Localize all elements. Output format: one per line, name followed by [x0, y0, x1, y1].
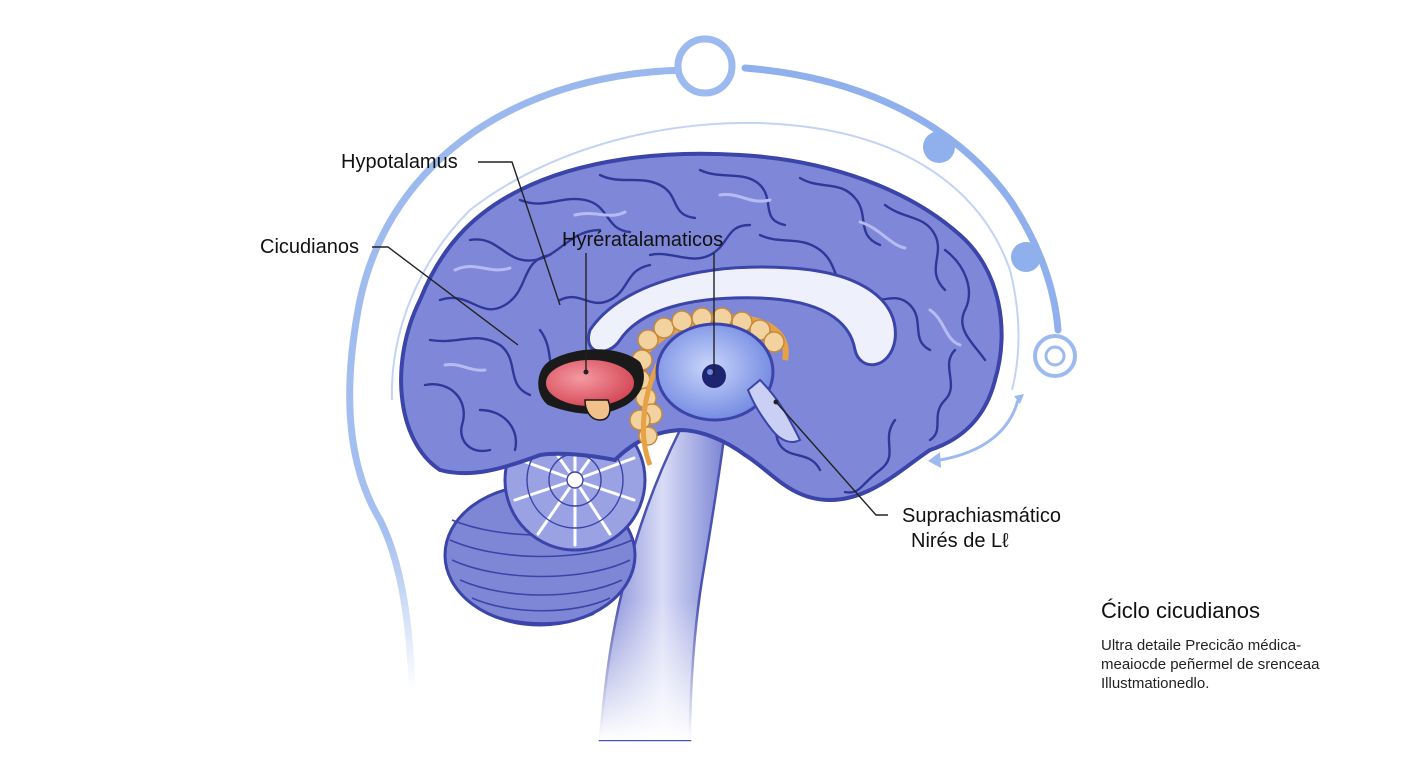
red-nucleus-stalk — [584, 399, 611, 421]
cycle-arrow-tip — [1014, 394, 1024, 404]
orbit-arc-inner — [469, 121, 1020, 391]
label-hyperatalamaticos: Hyrératalamaticos — [562, 229, 724, 251]
caption-title: Ćiclo cicudianos — [1101, 598, 1260, 623]
head-outline-arc — [346, 66, 699, 694]
stem-fade — [580, 600, 720, 740]
label-nires: Nirés de Lℓ — [911, 530, 1009, 552]
leader-dot — [773, 399, 779, 405]
label-suprachiasmatico: Suprachiasmático — [902, 505, 1061, 527]
caption-body: Ultra detaile Precicão médica- meaiocde … — [1101, 636, 1319, 693]
head-inner-arc — [390, 209, 471, 401]
target-node-core — [1044, 345, 1066, 367]
label-hypotalamus: Hypotalamus — [341, 151, 458, 173]
leader-hypotalamus — [478, 161, 561, 306]
leader-lines — [372, 161, 888, 516]
label-cicudianos: Cicudianos — [260, 236, 359, 258]
cortex-gyri — [423, 168, 987, 494]
clock-ring-top-node — [674, 35, 736, 97]
orange-tract — [641, 358, 663, 466]
leader-suprachiasmatico — [775, 401, 888, 516]
cycle-arrow — [939, 399, 1020, 462]
orbit-dot — [923, 131, 955, 163]
leader-cicudianos — [372, 246, 519, 346]
caption-line: meaiocde peñermel de srenceaa — [1101, 656, 1320, 673]
orbit-dot — [1011, 242, 1041, 272]
thalamus-glint — [707, 369, 713, 375]
caption-line: Ultra detaile Precicão médica- — [1101, 637, 1302, 654]
cortex-highlights — [443, 193, 962, 372]
caption-line: Illustmationedlo. — [1101, 675, 1210, 692]
orbit-arc-outer — [741, 64, 1062, 334]
cycle-arrow-head — [928, 452, 941, 468]
corpus-callosum — [587, 265, 897, 367]
leader-dot — [583, 369, 589, 375]
